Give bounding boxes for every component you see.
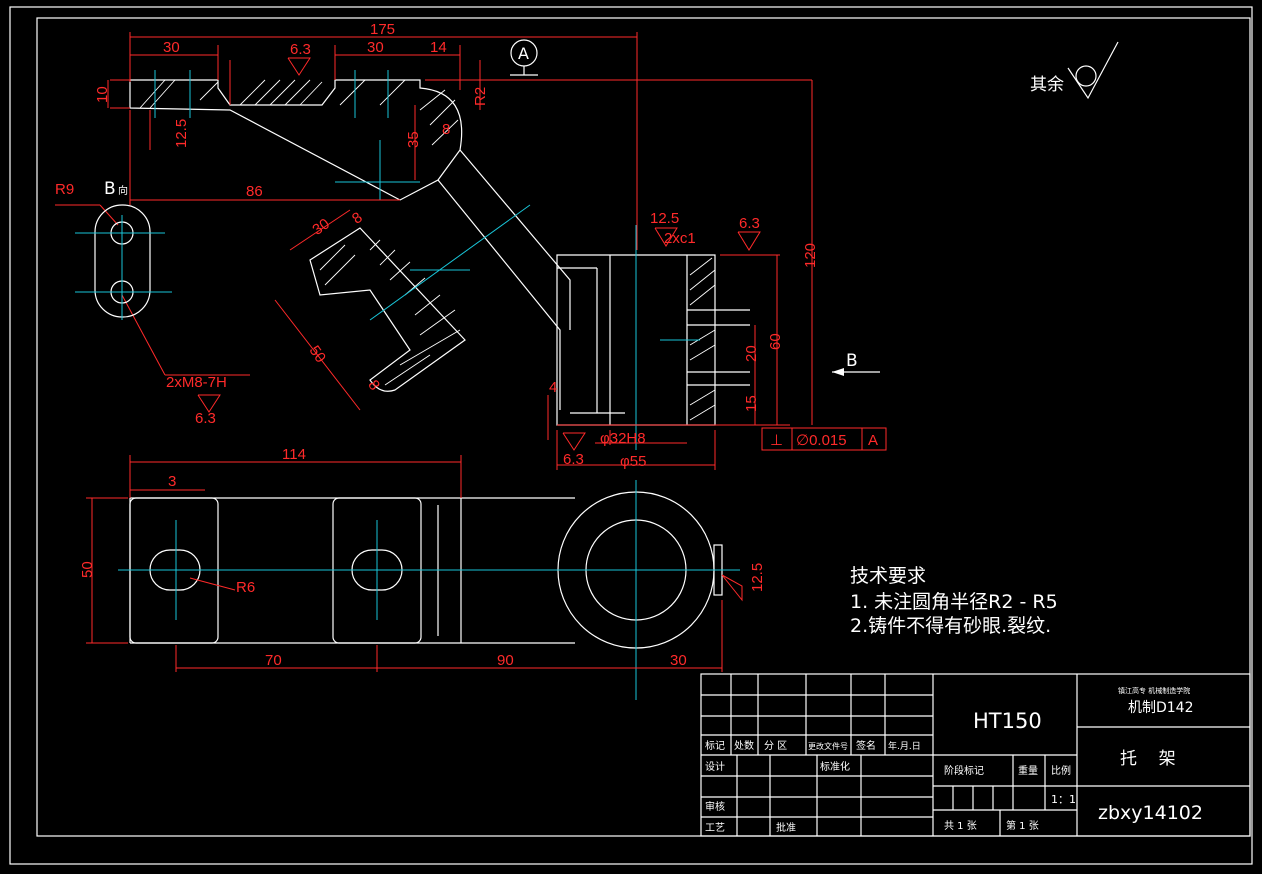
tb-approve: 批准 — [776, 821, 796, 834]
tb-part-name: 托 架 — [1120, 749, 1176, 769]
roughness-other-label: 其余 — [1030, 75, 1064, 95]
dim-8-top: 8 — [442, 121, 450, 138]
geometric-tolerance-frame: ⊥ ∅0.015 A — [761, 427, 887, 451]
front-view — [129, 70, 750, 450]
tb-standardize: 标准化 — [820, 760, 850, 773]
dim-86: 86 — [246, 183, 263, 200]
dim-roughness-6-3-top: 6.3 — [290, 41, 311, 58]
dim-114: 114 — [282, 446, 306, 463]
tb-header-signature: 签名 — [856, 739, 876, 752]
tb-stage: 阶段标记 — [944, 764, 984, 777]
dim-12-5-left: 12.5 — [173, 119, 190, 148]
outer-border — [9, 6, 1253, 865]
dim-120: 120 — [802, 243, 819, 268]
dim-175: 175 — [370, 21, 395, 38]
dim-2xc1: 2xc1 — [664, 230, 696, 247]
datum-a-label: A — [518, 44, 529, 63]
tb-scale-label: 比例 — [1051, 764, 1071, 777]
dim-50-rib: 50 — [306, 343, 329, 366]
tb-header-change-doc: 更改文件号 — [808, 741, 848, 751]
dim-35: 35 — [405, 131, 422, 148]
tech-req-item-1: 1. 未注圆角半径R2 - R5 — [850, 591, 1058, 613]
dim-70: 70 — [265, 652, 282, 669]
view-b-arrow-label: B — [846, 351, 858, 371]
tb-review: 审核 — [705, 800, 725, 813]
dim-phi32h8: φ32H8 — [600, 430, 646, 447]
inner-border — [36, 17, 1251, 837]
tb-header-date: 年.月.日 — [888, 740, 921, 752]
tb-scale: 1：1 — [1051, 793, 1076, 806]
dim-10: 10 — [94, 86, 111, 103]
technical-requirements: 技术要求 1. 未注圆角半径R2 - R5 2.铸件不得有砂眼.裂纹. — [850, 565, 1058, 637]
tolerance-value: ∅0.015 — [796, 432, 847, 449]
tech-req-title: 技术要求 — [850, 565, 926, 587]
view-b-arrow: B — [832, 351, 880, 376]
dim-4: 4 — [549, 379, 557, 396]
front-dimension-lines — [55, 32, 1119, 470]
dim-60: 60 — [767, 333, 784, 350]
dim-r6: R6 — [236, 579, 255, 596]
dim-30-right: 30 — [367, 39, 384, 56]
tb-process: 工艺 — [705, 822, 725, 834]
tb-drawing-no: zbxy14102 — [1098, 802, 1203, 824]
dim-r2: R2 — [472, 87, 489, 106]
dim-8-rib-bottom: 8 — [364, 377, 383, 394]
b-view-thread: 2xM8-7H — [166, 374, 227, 391]
tb-header-count: 处数 — [734, 739, 754, 752]
tb-header-zone: 分 区 — [764, 740, 787, 752]
dim-90: 90 — [497, 652, 514, 669]
b-view: B 向 R9 2xM8-7H 6.3 — [55, 179, 227, 427]
b-view-radius: R9 — [55, 181, 74, 198]
dim-50-plan: 50 — [79, 561, 96, 578]
title-block: 标记 处数 分 区 更改文件号 签名 年.月.日 设计 标准化 审核 工艺 批准… — [700, 673, 1251, 837]
tb-class: 机制D142 — [1128, 700, 1194, 716]
dim-3: 3 — [168, 473, 176, 490]
dim-14: 14 — [430, 39, 447, 56]
dim-30-rib: 30 — [309, 215, 332, 238]
dim-20: 20 — [743, 345, 760, 362]
dim-12-5-boss: 12.5 — [650, 210, 679, 227]
dim-15: 15 — [743, 395, 760, 412]
dim-roughness-6-3-bottom: 6.3 — [563, 451, 584, 468]
b-view-label-suffix: 向 — [118, 184, 128, 197]
tb-header-mark: 标记 — [705, 740, 725, 752]
dim-roughness-6-3-boss: 6.3 — [739, 215, 760, 232]
tb-weight: 重量 — [1018, 764, 1038, 777]
dim-30-plan: 30 — [670, 652, 687, 669]
b-view-roughness: 6.3 — [195, 410, 216, 427]
dim-phi55: φ55 — [620, 453, 646, 470]
tolerance-datum: A — [868, 432, 878, 449]
datum-a-marker: A — [510, 39, 538, 76]
tb-design: 设计 — [705, 760, 725, 773]
tb-sheets-total: 共 1 张 — [944, 820, 977, 832]
section-hatch-top — [139, 79, 459, 146]
front-dimension-texts: 175 30 30 14 6.3 10 12.5 35 8 R2 86 30 8… — [94, 21, 1064, 470]
tb-material: HT150 — [973, 709, 1042, 733]
dim-12-5-plan: 12.5 — [749, 563, 766, 592]
b-view-label: B — [104, 179, 116, 199]
tolerance-symbol: ⊥ — [770, 432, 783, 449]
section-hatch-boss — [689, 257, 716, 421]
tb-school: 镇江高专 机械制造学院 — [1118, 686, 1190, 695]
dim-8-rib: 8 — [349, 209, 366, 228]
section-hatch-rib — [319, 239, 461, 386]
plan-view — [118, 480, 740, 700]
tech-req-item-2: 2.铸件不得有砂眼.裂纹. — [850, 615, 1051, 637]
tb-sheet-no: 第 1 张 — [1006, 819, 1039, 832]
plan-dimension-lines: 114 3 50 R6 70 90 30 12.5 — [79, 446, 766, 672]
dim-30-left: 30 — [163, 39, 180, 56]
